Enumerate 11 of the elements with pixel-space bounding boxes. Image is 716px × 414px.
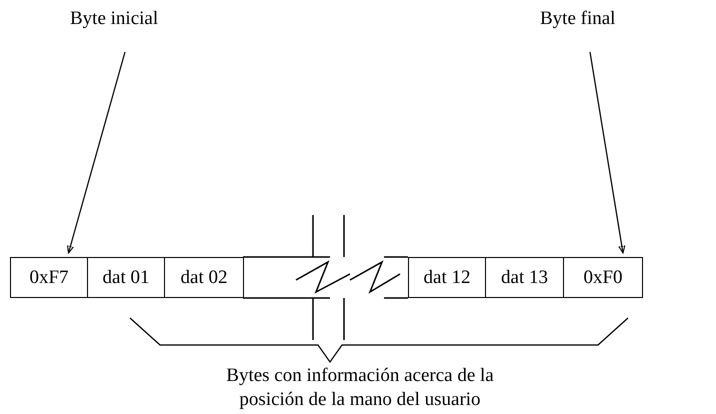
byte-cell: 0xF0	[563, 257, 643, 298]
byte-cell: dat 13	[485, 257, 564, 298]
leader-line	[589, 52, 626, 254]
byte-cell: 0xF7	[10, 257, 88, 298]
leader-line	[67, 52, 126, 254]
byte-cell: dat 02	[164, 257, 244, 298]
caption-text: Byte final	[540, 8, 616, 30]
byte-cell: dat 12	[408, 257, 486, 298]
note-text: Bytes con información acerca de la posición de la mano del usuario	[225, 364, 495, 412]
byte-cell: dat 01	[87, 257, 165, 298]
caption-text: Byte inicial	[70, 8, 158, 30]
